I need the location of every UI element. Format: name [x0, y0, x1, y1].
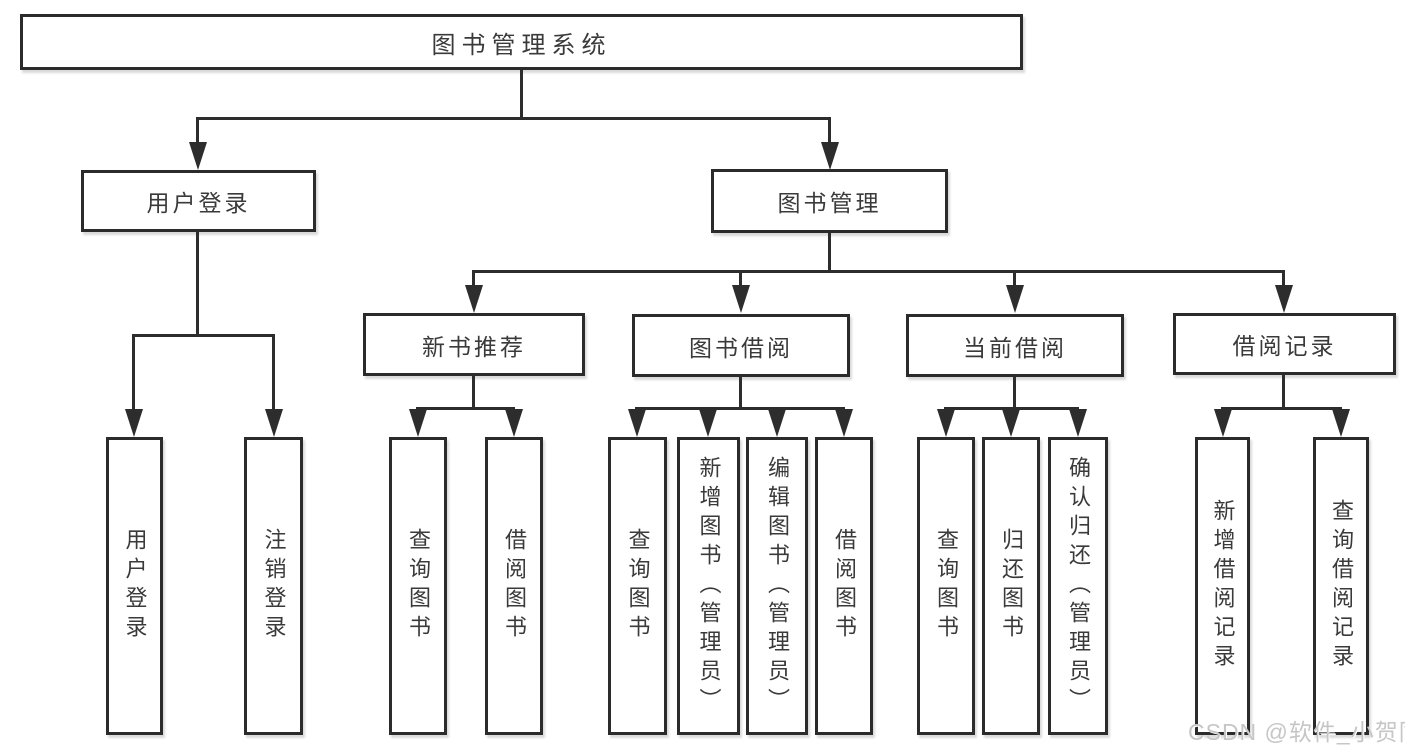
arrow-to-leaf-logout: [272, 334, 275, 409]
leaf-logout: 注销登录: [244, 437, 303, 735]
node-borrowing-records: 借阅记录: [1173, 313, 1396, 375]
leaf-query-borrow-record: 查询借阅记录: [1313, 437, 1369, 735]
arrow-to-leaf-edit-book: [775, 407, 778, 409]
connector-book-borrowing-stem: [739, 377, 742, 410]
arrow-to-leaf-user-login: [132, 334, 135, 409]
arrow-to-leaf-query-books-3: [944, 407, 947, 409]
connector-new-book-hline: [416, 407, 515, 410]
arrow-to-leaf-borrow-books-1: [512, 407, 515, 409]
leaf-borrow-books-1: 借阅图书: [485, 437, 543, 735]
node-current-borrowing: 当前借阅: [906, 314, 1124, 377]
arrow-to-book-management: [828, 117, 831, 142]
arrow-to-leaf-query-books-1: [416, 407, 419, 409]
leaf-borrow-books-2: 借阅图书: [815, 437, 873, 735]
arrow-to-current-borrowing: [1013, 270, 1016, 285]
arrow-to-leaf-add-book: [706, 407, 709, 409]
node-new-book-recommend: 新书推荐: [363, 313, 585, 376]
arrow-to-user-login: [196, 117, 199, 142]
connector-user-login-stem: [196, 232, 199, 337]
arrow-to-book-borrowing: [739, 270, 742, 285]
node-book-management: 图书管理: [711, 169, 948, 233]
leaf-add-borrow-record: 新增借阅记录: [1195, 437, 1250, 735]
arrow-to-new-book-recommend: [472, 270, 475, 285]
connector-book-management-stem: [828, 233, 831, 273]
leaf-confirm-return-admin: 确认归还（管理员）: [1048, 437, 1108, 735]
arrow-to-borrowing-records: [1282, 270, 1285, 285]
connector-borrowing-records-hline: [1221, 407, 1342, 410]
node-user-login: 用户登录: [81, 170, 316, 232]
arrow-to-leaf-add-record: [1221, 407, 1224, 409]
node-root: 图书管理系统: [20, 14, 1023, 70]
connector-user-login-hline: [132, 334, 275, 337]
leaf-add-book-admin: 新增图书（管理员）: [677, 437, 740, 735]
leaf-query-books-3: 查询图书: [917, 437, 975, 735]
connector-root-hline: [196, 117, 831, 120]
leaf-user-login: 用户登录: [106, 437, 163, 735]
leaf-edit-book-admin: 编辑图书（管理员）: [746, 437, 808, 735]
connector-root-stem: [520, 70, 523, 118]
node-book-borrowing: 图书借阅: [632, 314, 850, 377]
arrow-to-leaf-query-record: [1339, 407, 1342, 409]
connector-borrowing-records-stem: [1282, 375, 1285, 410]
arrow-to-leaf-confirm-return: [1076, 407, 1079, 409]
connector-new-book-stem: [472, 376, 475, 410]
leaf-query-books-1: 查询图书: [389, 437, 447, 735]
connector-book-management-hline: [472, 270, 1285, 273]
leaf-query-books-2: 查询图书: [608, 437, 667, 735]
arrow-to-leaf-query-books-2: [635, 407, 638, 409]
watermark-text: CSDN @软件_小贺同学: [1188, 719, 1405, 745]
connector-current-borrowing-stem: [1013, 377, 1016, 410]
arrow-to-leaf-return-books: [1009, 407, 1012, 409]
arrow-to-leaf-borrow-books-2: [842, 407, 845, 409]
connector-book-borrowing-hline: [635, 407, 845, 410]
leaf-return-books: 归还图书: [982, 437, 1040, 735]
